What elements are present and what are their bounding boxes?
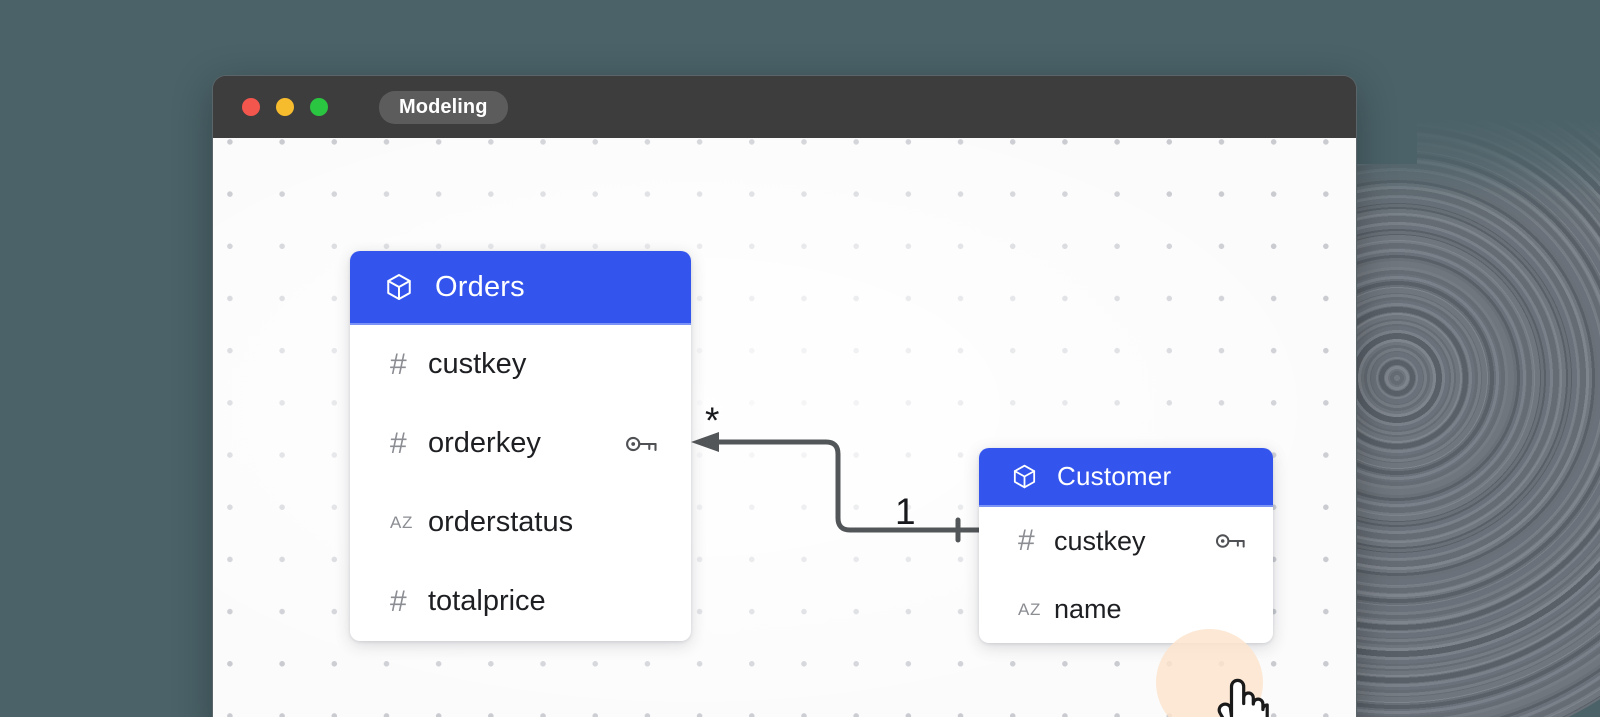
- column-name: name: [1054, 593, 1122, 624]
- entity-card-orders[interactable]: Orders # custkey # orderkey: [350, 251, 691, 641]
- column-name: totalprice: [428, 585, 546, 617]
- tab-modeling-label: Modeling: [399, 95, 488, 118]
- column-name: orderkey: [428, 427, 541, 459]
- entity-columns-customer: # custkey AZ name: [979, 507, 1273, 643]
- cardinality-label-one: 1: [895, 491, 916, 532]
- entity-card-customer[interactable]: Customer # custkey: [979, 448, 1273, 643]
- diagram-canvas[interactable]: * 1 Orders # custkey: [213, 138, 1356, 717]
- ring-texture-corner-mask: [1357, 118, 1417, 164]
- column-name: orderstatus: [428, 506, 574, 538]
- key-icon: [626, 436, 657, 451]
- column-type-icon: #: [1018, 524, 1035, 557]
- entity-title-orders: Orders: [435, 270, 525, 303]
- entity-columns-orders: # custkey # orderkey: [350, 325, 691, 641]
- background-ring-texture: [1357, 118, 1600, 717]
- entity-header-customer[interactable]: Customer: [979, 448, 1273, 507]
- cube-icon: [1013, 464, 1036, 489]
- column-type-icon: AZ: [1018, 599, 1041, 619]
- app-window: Modeling * 1: [212, 75, 1357, 717]
- column-row[interactable]: # orderkey: [350, 404, 691, 483]
- column-row[interactable]: AZ name: [979, 575, 1273, 643]
- mouse-cursor-pointing-hand: [1217, 678, 1269, 717]
- column-name: custkey: [428, 348, 527, 380]
- column-type-icon: #: [390, 347, 407, 381]
- key-icon: [1215, 534, 1245, 548]
- tab-modeling[interactable]: Modeling: [379, 90, 508, 124]
- column-type-icon: #: [390, 426, 407, 460]
- column-row[interactable]: # custkey: [350, 325, 691, 404]
- cardinality-label-many: *: [705, 400, 720, 441]
- column-row[interactable]: # custkey: [979, 507, 1273, 575]
- column-name: custkey: [1054, 525, 1146, 556]
- entity-title-customer: Customer: [1057, 461, 1172, 491]
- close-button[interactable]: [242, 98, 260, 116]
- window-controls: [242, 98, 328, 116]
- column-row[interactable]: AZ orderstatus: [350, 483, 691, 562]
- minimize-button[interactable]: [276, 98, 294, 116]
- column-type-icon: AZ: [390, 513, 413, 532]
- window-titlebar: Modeling: [213, 76, 1356, 138]
- column-row[interactable]: # totalprice: [350, 562, 691, 641]
- cube-icon: [387, 274, 411, 300]
- column-type-icon: #: [390, 584, 407, 618]
- entity-header-orders[interactable]: Orders: [350, 251, 691, 325]
- maximize-button[interactable]: [310, 98, 328, 116]
